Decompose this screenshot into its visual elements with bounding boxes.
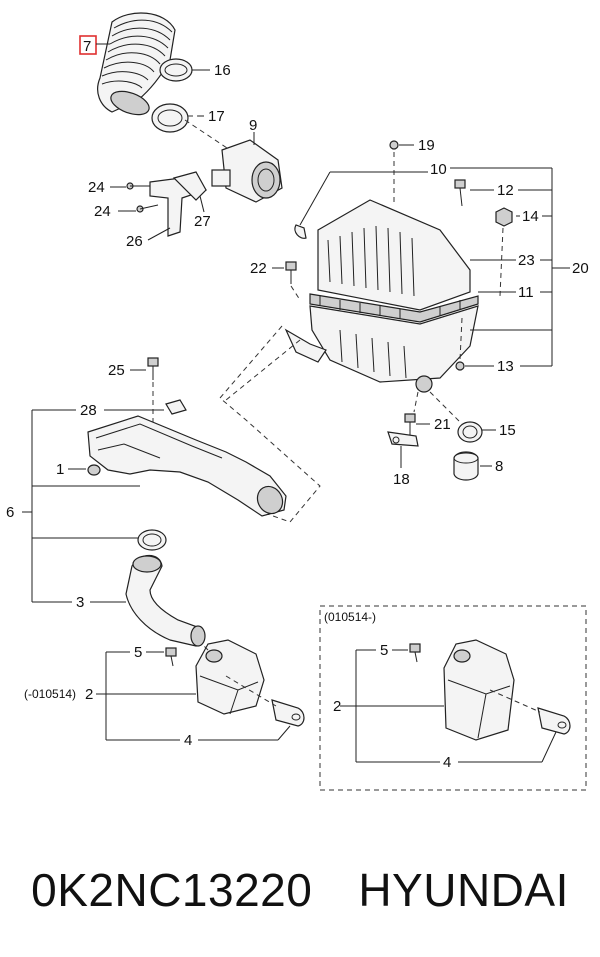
callout-5a: 5 xyxy=(134,644,142,661)
bracket-4b[interactable] xyxy=(537,707,571,735)
air-filter-11[interactable] xyxy=(309,293,479,323)
air-flow-sensor-9[interactable] xyxy=(211,139,283,203)
bolt-22[interactable] xyxy=(285,261,297,284)
pad-28[interactable] xyxy=(165,399,187,415)
callout-6: 6 xyxy=(6,504,14,521)
bolt-25[interactable] xyxy=(147,357,159,380)
resonator-box-2a[interactable] xyxy=(195,639,265,715)
callout-20: 20 xyxy=(572,260,589,277)
bolt-5b[interactable] xyxy=(409,643,421,663)
bolt-5a[interactable] xyxy=(165,647,177,667)
date-code-after: (010514-) xyxy=(324,610,376,624)
callout-2b: 2 xyxy=(333,698,341,715)
hose-3[interactable] xyxy=(125,554,206,647)
caption-bar: 0K2NC13220 HYUNDAI xyxy=(0,845,600,935)
callout-25: 25 xyxy=(108,362,125,379)
bolt-24a[interactable] xyxy=(126,182,150,190)
clamp-16[interactable] xyxy=(159,58,193,82)
callout-1: 1 xyxy=(56,461,64,478)
part-number-text: 0K2NC13220 xyxy=(31,864,313,916)
callout-4a: 4 xyxy=(184,732,192,749)
parts-diagram: 7 16 17 9 24 24 26 27 xyxy=(6,12,589,791)
grommet-1[interactable] xyxy=(87,464,101,476)
callout-2a: 2 xyxy=(85,686,93,703)
bolt-12[interactable] xyxy=(454,179,466,207)
callout-14: 14 xyxy=(522,208,539,225)
brand-text: HYUNDAI xyxy=(358,864,569,916)
callout-28: 28 xyxy=(80,402,97,419)
sleeve-8[interactable] xyxy=(453,451,479,481)
callout-11: 11 xyxy=(518,284,534,301)
callout-17: 17 xyxy=(208,108,225,125)
callout-22: 22 xyxy=(250,260,267,277)
air-cleaner-upper-10[interactable] xyxy=(317,199,471,311)
highlight-box-7 xyxy=(79,35,97,55)
callout-3: 3 xyxy=(76,594,84,611)
callout-18: 18 xyxy=(393,471,410,488)
intake-hose-7[interactable] xyxy=(97,12,176,119)
callout-13: 13 xyxy=(497,358,514,375)
callout-5b: 5 xyxy=(380,642,388,659)
callout-26: 26 xyxy=(126,233,143,250)
callout-9: 9 xyxy=(249,117,257,134)
air-cleaner-lower[interactable] xyxy=(309,305,479,393)
clip-19[interactable] xyxy=(389,140,399,150)
resonator-duct[interactable] xyxy=(87,415,287,518)
bracket-27[interactable] xyxy=(172,171,207,201)
bracket-18[interactable] xyxy=(387,431,419,447)
clamp-15[interactable] xyxy=(457,421,483,443)
date-code-before: (-010514) xyxy=(24,687,76,701)
callout-16: 16 xyxy=(214,62,231,79)
bolt-24b[interactable] xyxy=(136,204,159,213)
callout-7: 7 xyxy=(83,38,91,55)
callout-24a: 24 xyxy=(88,179,105,196)
callout-27: 27 xyxy=(194,213,211,230)
callout-15: 15 xyxy=(499,422,516,439)
callout-19: 19 xyxy=(418,137,435,154)
nut-14[interactable] xyxy=(495,207,513,227)
clamp-17[interactable] xyxy=(151,103,189,133)
clamp-ring-6[interactable] xyxy=(137,529,167,551)
callout-12: 12 xyxy=(497,182,514,199)
callout-21: 21 xyxy=(434,416,451,433)
callout-23: 23 xyxy=(518,252,535,269)
clip-13[interactable] xyxy=(455,361,465,371)
callout-10: 10 xyxy=(430,161,447,178)
bracket-4a[interactable] xyxy=(271,699,305,727)
callout-24b: 24 xyxy=(94,203,111,220)
callout-4b: 4 xyxy=(443,754,451,771)
resonator-box-2b[interactable] xyxy=(443,639,515,741)
callout-8: 8 xyxy=(495,458,503,475)
